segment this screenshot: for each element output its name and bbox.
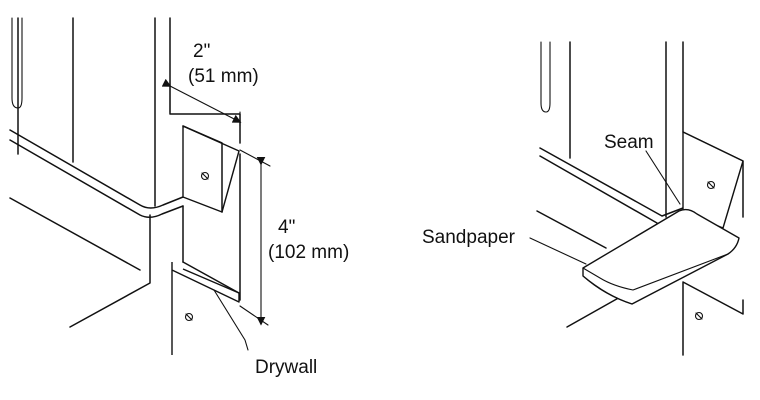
- screw-icon: [200, 171, 210, 181]
- left-floor-line: [9, 197, 141, 271]
- right-dimension-guide-bottom: [239, 305, 269, 326]
- screw-icon: [184, 312, 194, 322]
- left-shelf-top-line: [9, 129, 184, 209]
- right-wall-diagonal: [536, 210, 607, 249]
- screw-icon: [694, 311, 704, 321]
- right-lower-wall-lines: [682, 281, 744, 356]
- seam-label: Seam: [604, 132, 654, 153]
- seam-callout-line: [645, 150, 681, 205]
- left-cabinet-inner-lines: [11, 17, 23, 109]
- right-cabinet-inner-lines: [540, 41, 551, 113]
- right-shelf-bottom-line: [539, 155, 658, 224]
- height-inches-label: 4": [278, 217, 295, 238]
- left-cabinet-outline: [17, 17, 241, 207]
- drywall-vertical-lines: [182, 153, 241, 301]
- drywall-label: Drywall: [255, 357, 317, 378]
- screw-icon: [185, 313, 193, 321]
- right-floor-diagonal: [566, 295, 623, 328]
- drywall-cutout-lines: [182, 125, 240, 294]
- right-upper-wall-block: [682, 131, 744, 229]
- left-shelf-bottom-line: [9, 139, 184, 218]
- sandpaper-bottom-edge: [582, 275, 633, 305]
- right-shelf-top-line: [539, 147, 684, 217]
- left-drywall-diagram: 2" (51 mm) 4" (102 mm) Drywall: [9, 17, 349, 378]
- sandpaper-label: Sandpaper: [422, 227, 516, 248]
- screw-icon: [201, 172, 209, 180]
- screw-icon: [706, 180, 716, 190]
- height-metric-label: (102 mm): [268, 242, 349, 263]
- drywall-callout-line: [213, 289, 249, 351]
- dimension-arrow-icon: [161, 78, 242, 123]
- sandpaper-top-edge: [582, 253, 729, 291]
- width-inches-label: 2": [193, 41, 210, 62]
- right-sandpaper-diagram: Seam Sandpaper: [422, 41, 744, 356]
- left-lower-diagonal: [69, 214, 151, 328]
- lower-wall-block: [171, 262, 240, 355]
- right-dimension-guide-top: [239, 149, 271, 167]
- width-metric-label: (51 mm): [188, 66, 259, 87]
- screw-icon: [695, 312, 703, 320]
- screw-icon: [707, 181, 715, 189]
- sandpaper-callout-line: [529, 237, 587, 265]
